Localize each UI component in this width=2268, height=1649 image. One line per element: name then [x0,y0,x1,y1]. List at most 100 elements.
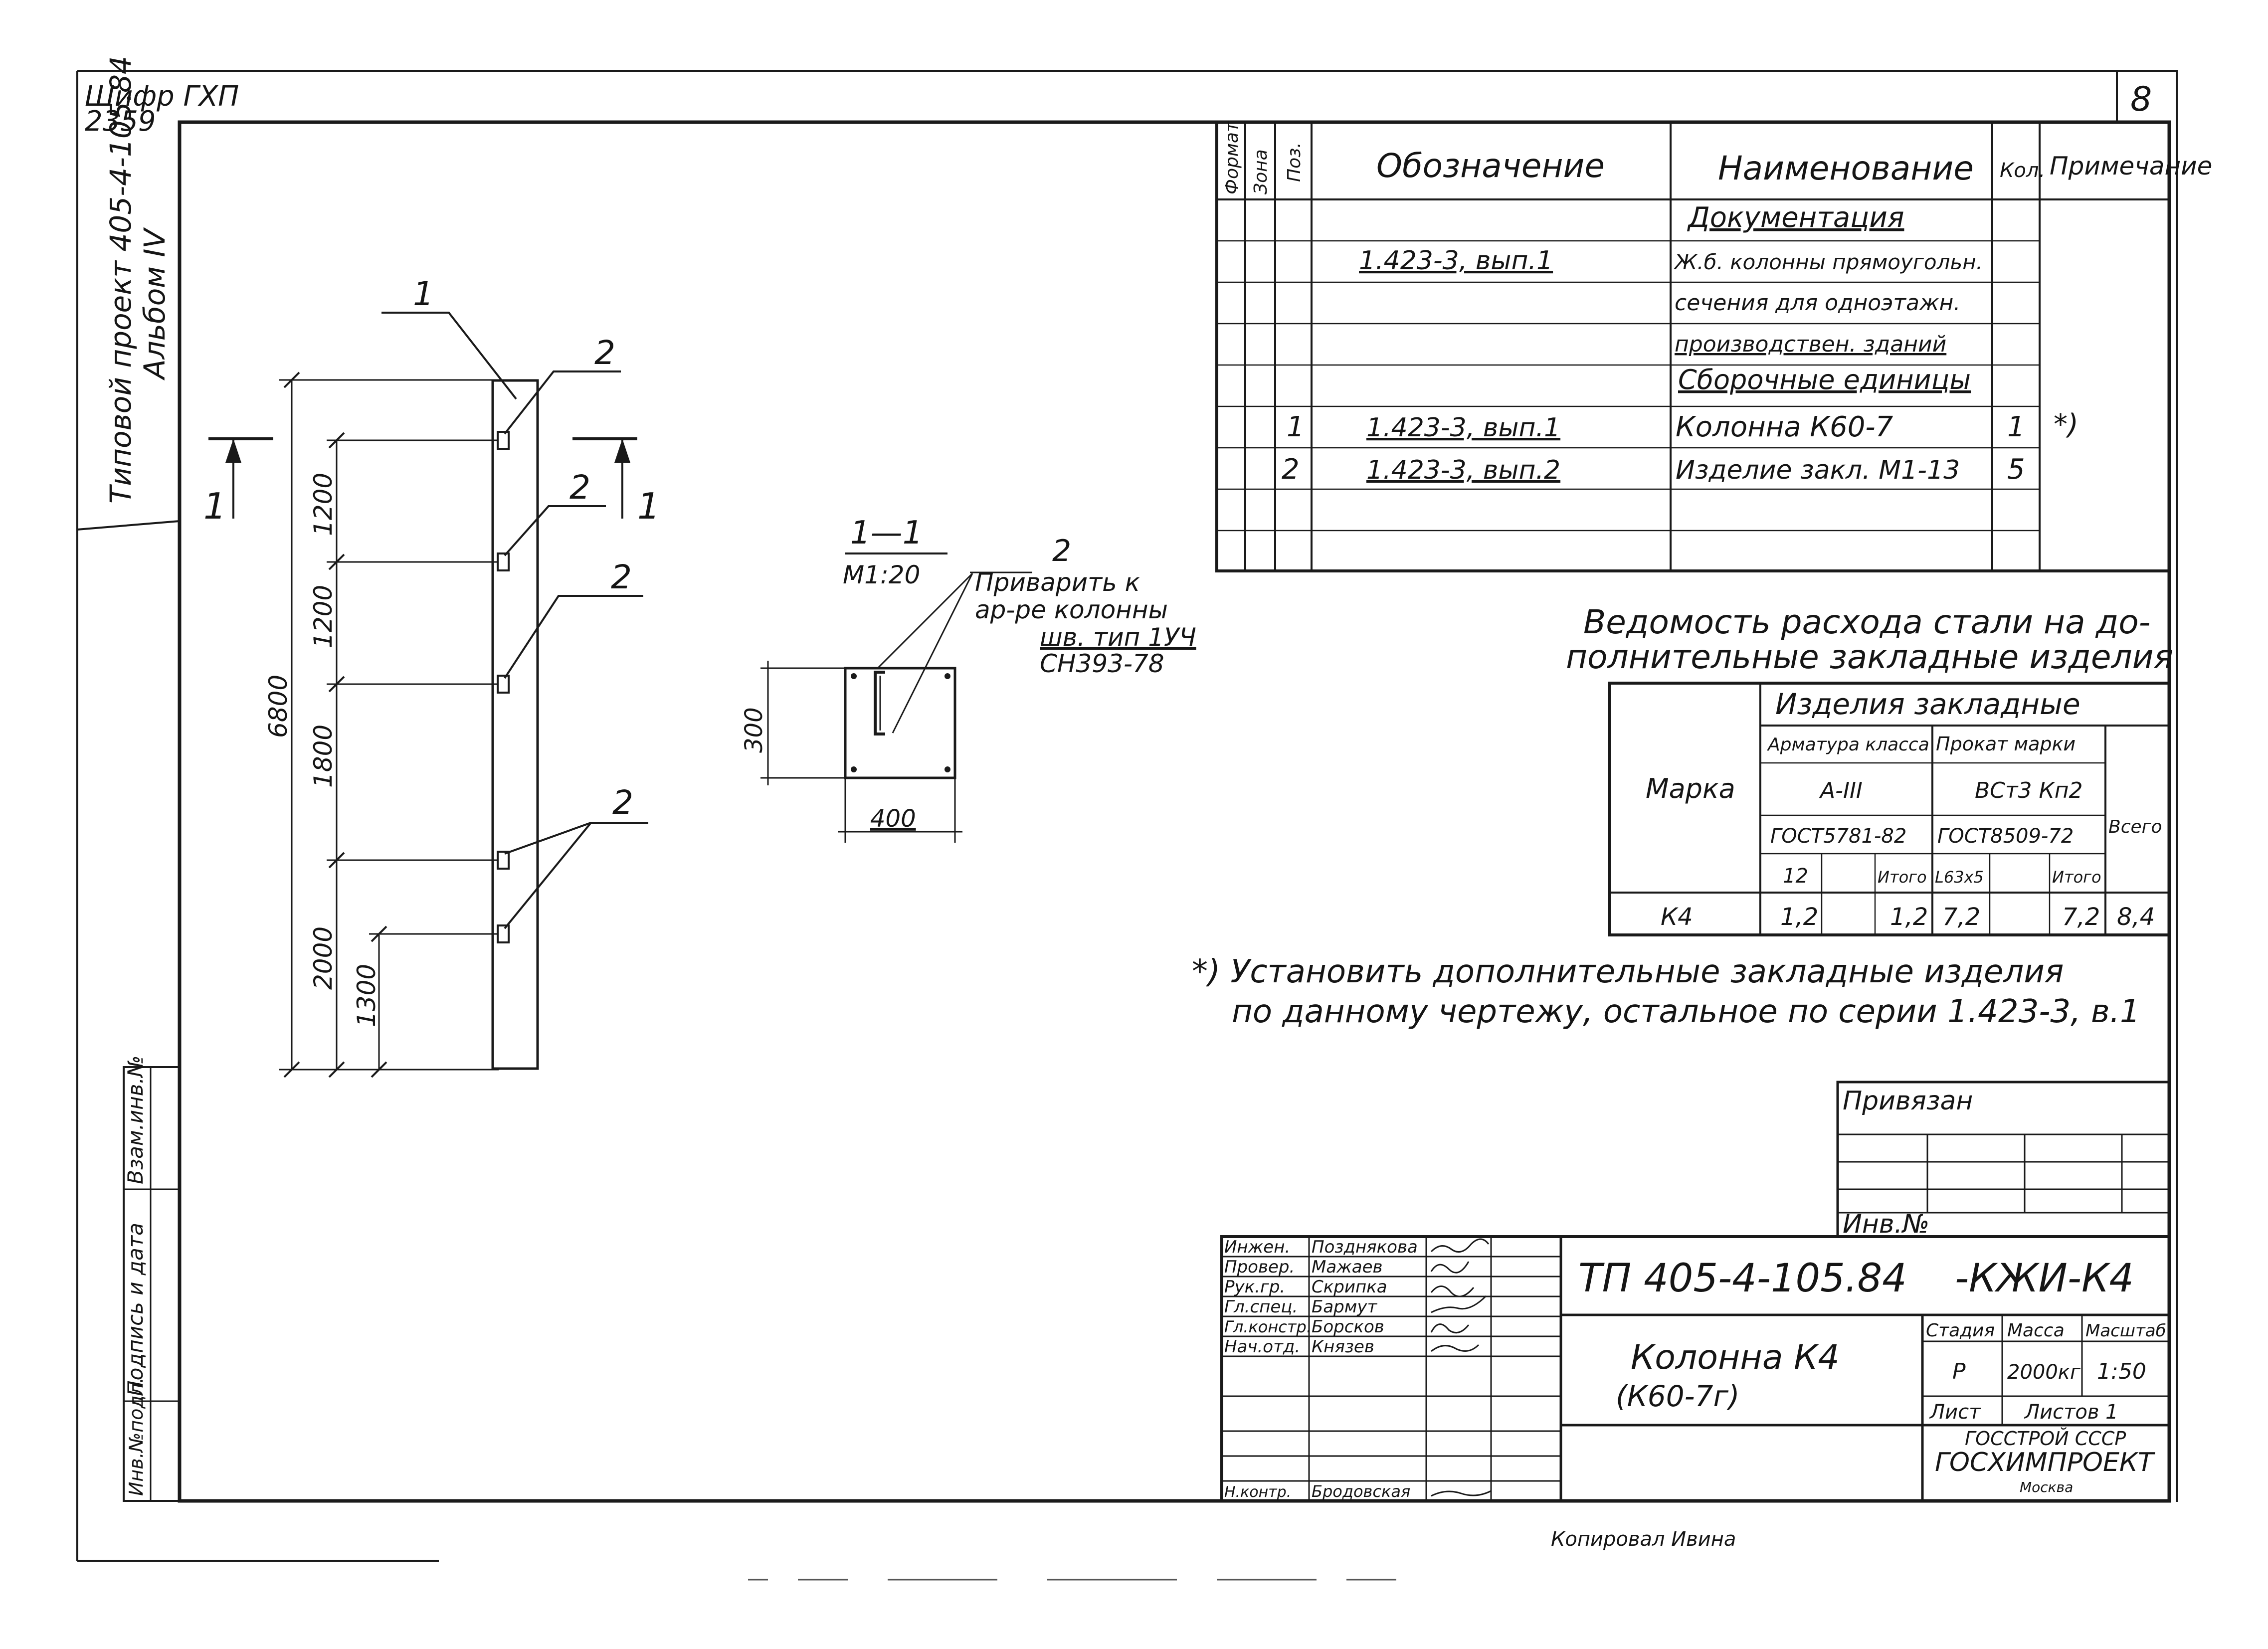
section-note-line-4: СН393-78 [1040,649,1164,678]
cipher-line-2: 2359 [85,105,156,138]
spec-row-6-qty: 1 [2007,411,2025,443]
steel-sub-3: Итого [1878,868,1927,887]
steel-group-header: Изделия закладные [1775,687,2080,721]
signer-role-4: Гл.спец. [1224,1297,1298,1317]
signer-role-6: Нач.отд. [1224,1337,1300,1357]
signer-name-1: Позднякова [1312,1237,1418,1257]
binding-inv: Инв.№ [1843,1209,1929,1239]
section-dim-400: 400 [870,805,916,833]
spec-header-zone: Зона [1251,149,1271,194]
spec-row-7-qty: 5 [2007,453,2025,486]
spec-row-7-pos: 2 [1282,453,1300,486]
drawing-name-line-1: Колонна К4 [1631,1338,1840,1377]
signer-name-6: Князев [1312,1337,1374,1357]
leader-pos-2a: 2 [594,334,615,372]
section-mark-left: 1 [203,485,226,527]
spec-header-format: Формат [1222,121,1242,194]
steel-row-v1: 1,2 [1780,903,1818,931]
signer-role-3: Рук.гр. [1224,1277,1285,1297]
steel-col2-line1: Прокат марки [1936,733,2076,755]
spec-row-2-designation: 1.423-3, вып.1 [1359,246,1553,276]
stage-value: Р [1952,1359,1966,1384]
spec-header-qty: Кол. [2000,159,2045,182]
copyist-stamp: Копировал Ивина [1551,1528,1736,1551]
steel-row-v6: 7,2 [2062,903,2100,931]
steel-marka-header: Марка [1646,773,1735,804]
spec-row-6-name: Колонна К60-7 [1676,411,1893,443]
steel-total-header: Всего [2108,817,2162,837]
steel-row-total: 8,4 [2117,903,2155,931]
steel-statement: Ведомость расхода стали на до- полнитель… [1566,603,2173,936]
signer-name-2: Мажаев [1312,1257,1383,1277]
signer-name-5: Борсков [1312,1317,1384,1337]
spec-header-designation: Обозначение [1376,147,1605,185]
spec-row-6-designation: 1.423-3, вып.1 [1366,413,1560,443]
signer-role-5: Гл.констр. [1224,1317,1312,1336]
signer-name-4: Бармут [1312,1297,1378,1317]
spec-row-6-note: *) [2054,408,2079,441]
stage-header: Стадия [1926,1320,1995,1341]
organization-1: ГОССТРОЙ СССР [1965,1428,2126,1450]
signer-name-9: Бродовская [1312,1482,1410,1501]
mass-value: 2000кг [2007,1361,2081,1384]
steel-col1-line3: ГОСТ5781-82 [1770,825,1906,848]
steel-sub-6: Итого [2052,868,2101,887]
spec-row-2-name: Ж.б. колонны прямоугольн. [1673,250,1983,274]
spec-row-5-name: Сборочные единицы [1678,364,1971,395]
steel-row-v3: 1,2 [1890,903,1928,931]
strip-cell-2: Подпись и дата [123,1223,148,1396]
spec-row-4-name: производствен. зданий [1675,332,1946,357]
footnote-line-2: по данному чертежу, остальное по серии 1… [1232,993,2140,1030]
sheet-number: 8 [2130,80,2152,119]
title-block: Инжен. Позднякова Провер. Мажаев Рук.гр.… [1220,1235,2171,1502]
section-mark-right: 1 [637,485,660,527]
organization-city: Москва [2020,1479,2073,1495]
steel-col2-line2: ВСт3 Кп2 [1975,778,2083,803]
sheets-label: Листов 1 [2024,1401,2118,1424]
drawing-name-line-2: (К60-7г) [1616,1379,1740,1413]
scale-value: 1:50 [2097,1359,2146,1384]
steel-col1-line2: А-III [1819,778,1863,803]
steel-sub-1: 12 [1783,865,1808,888]
steel-col2-line3: ГОСТ8509-72 [1937,825,2074,848]
scale-header: Масштаб [2085,1321,2166,1341]
column-elevation: 1 2 2 2 2 1 1 [203,275,660,1078]
document-code-suffix: -КЖИ-К4 [1955,1256,2134,1301]
signer-role-2: Провер. [1224,1257,1295,1277]
spec-row-6-pos: 1 [1287,411,1305,443]
section-note-line-2: ар-ре колонны [975,595,1168,624]
section-dim-300: 300 [740,707,768,753]
album-number-vertical: Альбом IV [138,227,172,381]
cipher-header: Шифр ГХП 2359 Типовой проект 405-4-105.8… [77,56,2152,531]
strip-cell-3: Инв.№подл. [125,1377,147,1496]
section-note-pos: 2 [1052,534,1071,568]
strip-cell-1: Взам.инв.№ [123,1056,148,1184]
signer-name-3: Скрипка [1312,1277,1387,1297]
binding-block: Привязан Инв.№ [1836,1081,2171,1239]
signer-role-9: Н.контр. [1224,1483,1291,1501]
steel-row-v4: 7,2 [1942,903,1980,931]
section-scale: М1:20 [843,560,920,589]
steel-col1-line1: Арматура класса [1767,734,1929,755]
spec-table: Формат Зона Поз. Обозначение Наименовани… [1215,121,2212,572]
dim-1200-top: 1200 [309,473,338,536]
footnote-line-1: *) Установить дополнительные закладные и… [1192,953,2064,990]
section-title: 1—1 [850,515,923,551]
steel-sub-4: L63х5 [1935,868,1984,887]
mass-header: Масса [2007,1320,2065,1341]
section-1-1: 1—1 М1:20 2 Приварить к ар-ре колонны шв… [740,515,1196,843]
sheet-label: Лист [1929,1401,1981,1424]
dim-1300: 1300 [352,964,381,1027]
dim-1200-mid: 1200 [309,585,338,648]
document-code: ТП 405-4-105.84 [1578,1256,1907,1301]
leader-pos-1: 1 [413,275,434,313]
spec-row-3-name: сечения для одноэтажн. [1675,290,1960,316]
dim-6800: 6800 [264,675,293,738]
section-note-line-3: шв. тип 1УЧ [1040,623,1196,652]
leader-pos-2b: 2 [569,468,590,507]
spec-header-note: Примечание [2050,152,2212,181]
spec-header-name: Наименование [1718,149,1974,187]
leader-pos-2d: 2 [612,783,633,822]
binding-title: Привязан [1843,1086,1973,1116]
